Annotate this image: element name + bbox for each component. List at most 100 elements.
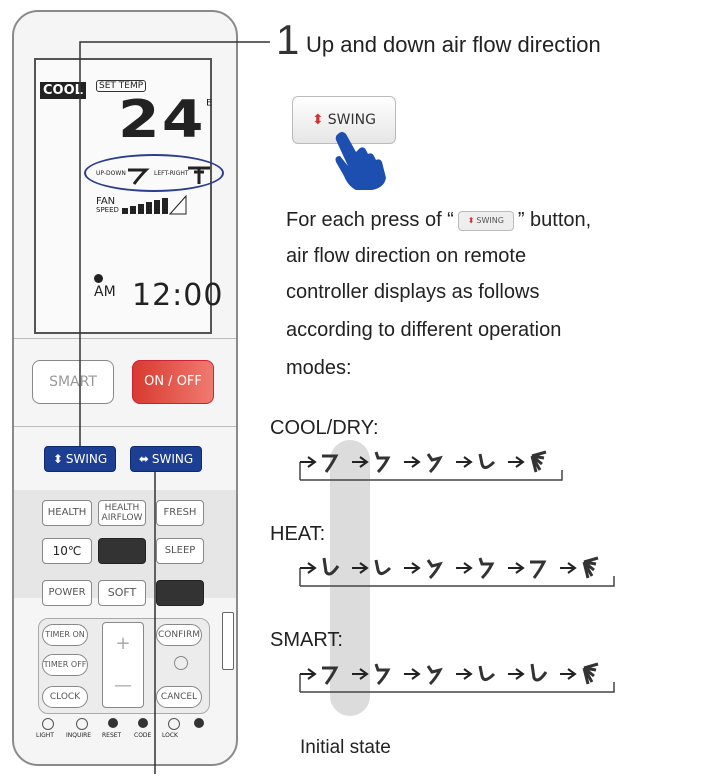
cancel-button[interactable]: CANCEL bbox=[156, 686, 202, 708]
fresh-button[interactable]: FRESH bbox=[156, 500, 204, 526]
desc-line-4: according to different operation bbox=[286, 319, 562, 341]
fan-speed-bars-icon bbox=[122, 194, 187, 215]
clock-icon bbox=[94, 274, 103, 283]
lock-pin-icon[interactable] bbox=[168, 718, 180, 730]
louver-position-icon bbox=[374, 663, 391, 686]
desc-line-2: air flow direction on remote bbox=[286, 245, 527, 267]
louver-position-icon bbox=[426, 665, 443, 686]
soft-button[interactable]: SOFT bbox=[98, 580, 146, 606]
on-off-button[interactable]: ON / OFF bbox=[132, 360, 214, 404]
clock-value: 12:00 bbox=[132, 278, 224, 313]
indicator-light-icon bbox=[174, 656, 188, 670]
set-temp-label: SET TEMP bbox=[96, 80, 147, 92]
ten-c-button[interactable]: 10℃ bbox=[42, 538, 92, 564]
arrow-right-icon bbox=[404, 562, 421, 574]
health-button[interactable]: HEALTH bbox=[42, 500, 92, 526]
temperature-value: 24 bbox=[118, 90, 206, 150]
arrow-right-icon bbox=[456, 668, 473, 680]
temp-adjust-rocker[interactable]: + — bbox=[102, 622, 144, 708]
louver-position-icon bbox=[322, 454, 339, 473]
mode-indicator: COOL bbox=[40, 82, 86, 99]
arrow-right-icon bbox=[352, 668, 369, 680]
mode-label-heat: HEAT: bbox=[270, 523, 326, 545]
arrow-right-icon bbox=[508, 668, 525, 680]
reset-label: RESET bbox=[102, 732, 122, 739]
clock-button[interactable]: CLOCK bbox=[42, 686, 88, 708]
light-pin-icon[interactable] bbox=[42, 718, 54, 730]
sequence-loop-line bbox=[300, 576, 615, 587]
cool-dry-sequence bbox=[299, 450, 563, 481]
desc-line-5: modes: bbox=[286, 357, 352, 379]
swing-updown-button[interactable]: ⬍ SWING bbox=[44, 446, 116, 472]
callout-title: Up and down air flow direction bbox=[306, 32, 601, 57]
remote-divider bbox=[14, 338, 236, 339]
swing-illustration-label: SWING bbox=[327, 112, 376, 128]
updown-arrows-icon: ⬍ bbox=[467, 215, 475, 225]
inquire-pin-icon[interactable] bbox=[76, 718, 88, 730]
minus-icon: — bbox=[114, 675, 132, 696]
reset-pin-icon[interactable] bbox=[108, 718, 118, 728]
lock-label: LOCK bbox=[162, 732, 178, 739]
louver-position-icon bbox=[374, 451, 391, 474]
arrow-right-icon bbox=[352, 456, 369, 468]
confirm-button[interactable]: CONFIRM bbox=[156, 624, 202, 646]
smart-button[interactable]: SMART bbox=[32, 360, 114, 404]
light-label: LIGHT bbox=[36, 732, 54, 739]
code-label: CODE bbox=[134, 732, 152, 739]
updown-arrows-icon: ⬍ bbox=[312, 112, 324, 128]
arrow-right-icon bbox=[456, 456, 473, 468]
arrow-right-icon bbox=[456, 562, 473, 574]
blank-dark-button[interactable] bbox=[98, 538, 146, 564]
desc-line-1-post: ” button, bbox=[517, 209, 592, 231]
degree-unit: ᴱ bbox=[206, 96, 213, 115]
swing-leftright-label: SWING bbox=[151, 452, 194, 466]
desc-line-1: For each press of “⬍SWING” button, bbox=[286, 208, 591, 232]
remote-divider bbox=[14, 426, 236, 427]
arrow-right-icon bbox=[300, 456, 317, 468]
louver-position-icon bbox=[322, 557, 340, 576]
side-slot bbox=[222, 612, 234, 670]
up-down-label: UP-DOWN bbox=[96, 170, 126, 177]
arrow-right-icon bbox=[300, 562, 317, 574]
swing-fan-icon bbox=[582, 556, 599, 579]
power-button[interactable]: POWER bbox=[42, 580, 92, 606]
sleep-button[interactable]: SLEEP bbox=[156, 538, 204, 564]
louver-position-icon bbox=[478, 453, 496, 469]
fan-label: FAN bbox=[96, 196, 116, 207]
inquire-label: INQUIRE bbox=[66, 732, 92, 739]
arrow-right-icon bbox=[404, 668, 421, 680]
initial-state-label: Initial state bbox=[300, 737, 391, 758]
code-pin-icon[interactable] bbox=[138, 718, 148, 728]
leftright-arrows-icon: ⬌ bbox=[138, 452, 149, 466]
blank-dark-button-2[interactable] bbox=[156, 580, 204, 606]
arrow-right-icon bbox=[560, 562, 577, 574]
desc-line-3: controller displays as follows bbox=[286, 281, 540, 303]
swing-leftright-button[interactable]: ⬌ SWING bbox=[130, 446, 202, 472]
initial-state-highlight bbox=[330, 440, 370, 716]
louver-position-icon bbox=[530, 560, 547, 579]
inline-swing-button: ⬍SWING bbox=[457, 210, 514, 231]
health-airflow-button[interactable]: HEALTH AIRFLOW bbox=[98, 500, 146, 526]
speed-label: SPEED bbox=[96, 206, 119, 214]
swing-leftright-icon bbox=[188, 166, 210, 184]
louver-position-icon bbox=[426, 453, 443, 474]
louver-position-icon bbox=[374, 559, 392, 575]
arrow-right-icon bbox=[560, 668, 577, 680]
smart-sequence bbox=[299, 662, 615, 693]
extra-pin-icon[interactable] bbox=[194, 718, 204, 728]
plus-icon: + bbox=[115, 633, 131, 654]
updown-arrows-icon: ⬍ bbox=[52, 452, 63, 466]
timer-on-button[interactable]: TIMER ON bbox=[42, 624, 88, 646]
timer-off-button[interactable]: TIMER OFF bbox=[42, 654, 88, 676]
arrow-right-icon bbox=[352, 562, 369, 574]
heat-sequence bbox=[299, 556, 615, 587]
louver-position-icon bbox=[322, 666, 339, 685]
left-right-label: LEFT-RIGHT bbox=[154, 170, 189, 177]
sequence-loop-line bbox=[300, 682, 615, 693]
bottom-buttons-row: LIGHT INQUIRE RESET CODE LOCK bbox=[36, 716, 212, 746]
arrow-right-icon bbox=[300, 668, 317, 680]
inline-swing-label: SWING bbox=[476, 215, 504, 225]
louver-position-icon bbox=[426, 559, 443, 580]
arrow-right-icon bbox=[508, 456, 525, 468]
